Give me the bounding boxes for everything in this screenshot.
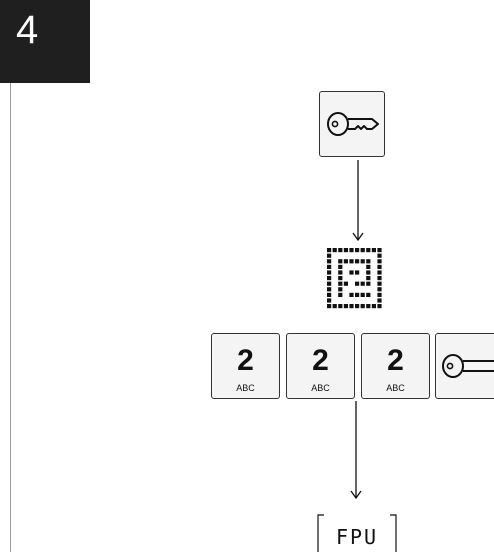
keypad-letters: ABC <box>236 383 255 393</box>
key-button-confirm <box>435 333 494 399</box>
result-display-text: FPU <box>335 525 379 549</box>
key-button <box>319 91 385 157</box>
result-display: FPU <box>317 514 397 552</box>
step-number-badge: 4 <box>0 0 90 83</box>
flow-arrow-down <box>350 401 362 500</box>
keypad-button-2: 2 ABC <box>361 333 430 399</box>
keypad-digit: 2 <box>237 344 254 377</box>
left-margin-line <box>10 83 11 552</box>
keypad-digit: 2 <box>387 344 404 377</box>
step-number: 4 <box>16 8 39 52</box>
display-right-bracket <box>390 514 397 552</box>
keypad-button-2: 2 ABC <box>211 333 280 399</box>
dot-matrix-code-display-icon <box>327 248 382 309</box>
display-left-bracket <box>317 514 324 552</box>
keypad-button-2: 2 ABC <box>286 333 355 399</box>
key-icon <box>327 112 379 136</box>
keypad-letters: ABC <box>311 383 330 393</box>
key-icon <box>442 354 494 378</box>
keypad-letters: ABC <box>386 383 405 393</box>
flow-arrow-down <box>352 160 364 242</box>
keypad-digit: 2 <box>312 344 329 377</box>
